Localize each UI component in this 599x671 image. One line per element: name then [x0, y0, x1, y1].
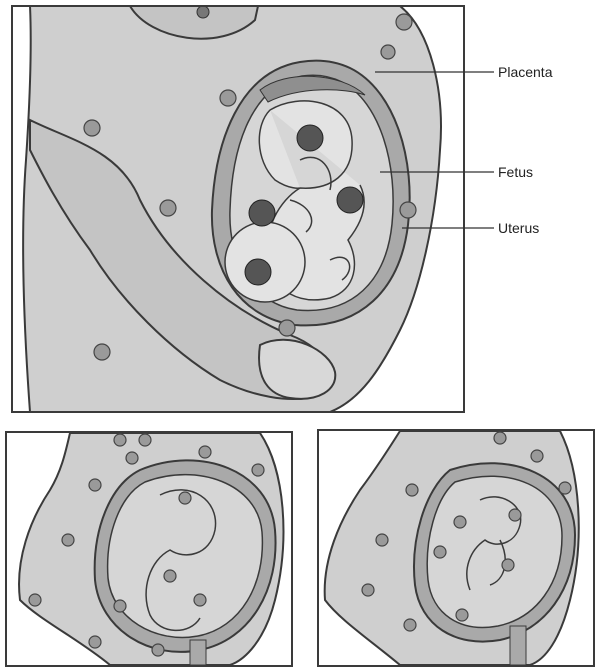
bottom-right-panel [318, 430, 594, 666]
bl-cervix [190, 640, 206, 665]
bottom-left-panel [6, 432, 292, 666]
br-cervix [510, 626, 526, 665]
navel-dot [197, 6, 209, 18]
marker-2 [337, 187, 363, 213]
marker-3 [249, 200, 275, 226]
top-panel [12, 6, 464, 412]
fetus-label: Fetus [498, 164, 533, 180]
uterus-label: Uterus [498, 220, 539, 236]
marker-4 [245, 259, 271, 285]
placenta-label: Placenta [498, 64, 553, 80]
marker-1 [297, 125, 323, 151]
